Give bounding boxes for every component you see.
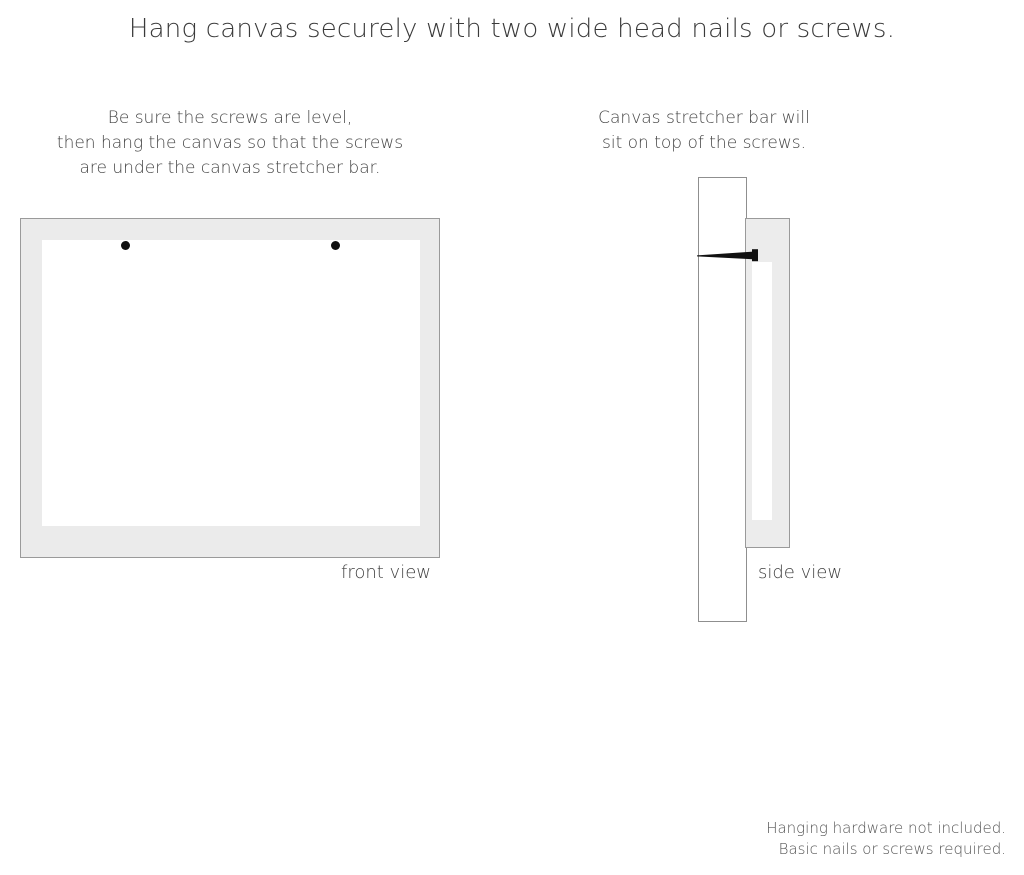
side-view-wall (698, 177, 747, 622)
front-view-caption-line-2: then hang the canvas so that the screws (56, 133, 404, 153)
page-title: Hang canvas securely with two wide head … (128, 14, 896, 44)
front-view-left-screw-icon (121, 241, 130, 250)
side-view-label: side view (758, 562, 843, 583)
front-view-canvas-face (42, 240, 420, 526)
front-view-label: front view (341, 562, 431, 583)
front-view-caption: Be sure the screws are level, then hang … (10, 106, 450, 181)
footnote: Hanging hardware not included. Basic nai… (766, 818, 1006, 860)
side-view-caption-line-1: Canvas stretcher bar will (598, 108, 810, 128)
footnote-line-1: Hanging hardware not included. (766, 819, 1006, 837)
side-view-caption: Canvas stretcher bar will sit on top of … (580, 106, 828, 156)
side-view-stretcher-bar-inner (752, 262, 772, 520)
side-view-caption-line-2: sit on top of the screws. (601, 133, 807, 153)
front-view-canvas-frame (20, 218, 440, 558)
front-view-caption-line-1: Be sure the screws are level, (107, 108, 353, 128)
front-view-right-screw-icon (331, 241, 340, 250)
footnote-line-2: Basic nails or screws required. (778, 840, 1006, 858)
front-view-caption-line-3: are under the canvas stretcher bar. (79, 158, 381, 178)
side-view-screw-icon (697, 249, 758, 262)
